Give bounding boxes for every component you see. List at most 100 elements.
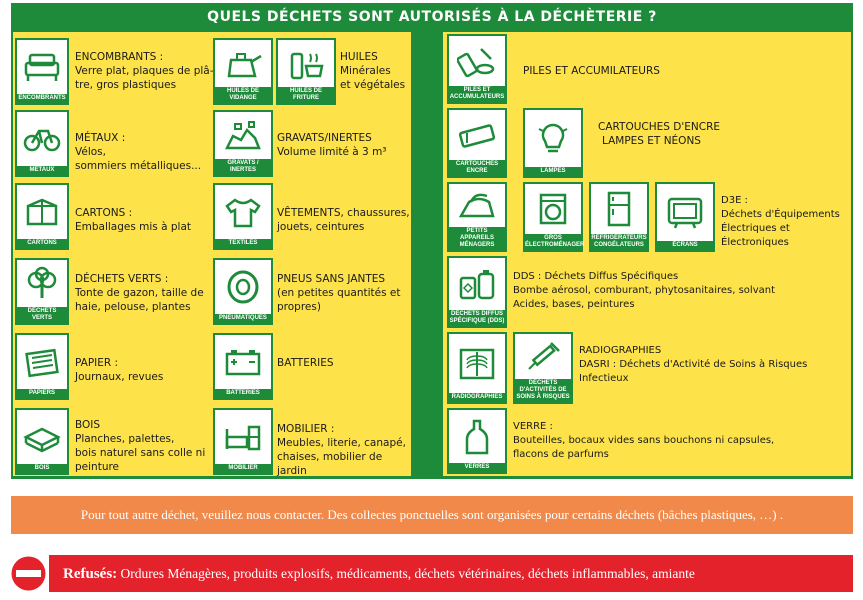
tile-dechets-verts: DÉCHETS VERTS [15, 258, 69, 325]
batteries-text: BATTERIES [277, 356, 412, 370]
vetements-line: jouets, ceintures [277, 221, 365, 233]
no-entry-icon [11, 556, 46, 591]
tile-label: DÉCHETS D'ACTIVITÉS DE SOINS À RISQUES [515, 379, 571, 402]
bois-heading: BOIS [75, 419, 101, 431]
mobilier-line: Meubles, literie, canapé, [277, 437, 406, 449]
cartons-line: Emballages mis à plat [75, 221, 192, 233]
oil-can-icon [227, 52, 262, 77]
bois-text: BOIS Planches, palettes, bois naturel sa… [75, 418, 220, 474]
sofa-icon [24, 53, 60, 81]
tile-bois: BOIS [15, 408, 69, 475]
tile-label: TEXTILES [215, 239, 271, 248]
bulb-icon [538, 123, 568, 152]
batteries-heading: BATTERIES [277, 357, 334, 369]
tile-textiles: TEXTILES [213, 183, 273, 250]
tile-label: DÉCHETS DIFFUS SPÉCIFIQUE (DDS) [449, 310, 505, 326]
tile-cartouches: CARTOUCHES ENCRE [447, 108, 507, 178]
papier-text: PAPIER : Journaux, revues [75, 356, 215, 384]
huiles-line: et végétales [340, 79, 406, 91]
dasri-line: DASRI : Déchets d'Activité de Soins à Ri… [579, 359, 808, 384]
tile-encombrants: ENCOMBRANTS [15, 38, 69, 105]
dechets-verts-line: haie, pelouse, plantes [75, 301, 191, 313]
bois-line: Planches, palettes, [75, 433, 175, 445]
mobilier-heading: MOBILIER : [277, 423, 335, 435]
cartouches-lampes-text: CARTOUCHES D'ENCRE LAMPES ET NÉONS [598, 120, 798, 148]
furniture-icon [225, 425, 261, 451]
gravats-line: Volume limité à 3 m³ [277, 146, 387, 158]
bicycle-icon [23, 129, 61, 152]
dechets-verts-heading: DÉCHETS VERTS : [75, 273, 169, 285]
tile-label: PETITS APPAREILS MÉNAGERS [449, 227, 505, 250]
pneus-text: PNEUS SANS JANTES (en petites quantités … [277, 272, 412, 314]
dds-line: Bombe aérosol, comburant, phytosanitaire… [513, 285, 775, 296]
tile-huiles-vidange: HUILES DE VIDANGE [213, 38, 273, 105]
bois-line: peinture [75, 461, 120, 473]
tile-label: GROS ÉLECTROMÉNAGER [525, 234, 585, 250]
box-icon [26, 198, 58, 226]
radio-heading: RADIOGRAPHIES [579, 345, 662, 356]
d3e-line: Électriques et Électroniques [721, 223, 790, 248]
tile-label: HUILES DE VIDANGE [215, 87, 271, 103]
iron-icon [458, 193, 495, 217]
papier-heading: PAPIER : [75, 357, 119, 369]
tile-label: DÉCHETS VERTS [17, 307, 67, 323]
cartons-heading: CARTONS : [75, 207, 133, 219]
left-panel: ENCOMBRANTS ENCOMBRANTS : Verre plat, pl… [13, 32, 412, 478]
huiles-text: HUILES Minérales et végétales [340, 50, 410, 92]
mobilier-text: MOBILIER : Meubles, literie, canapé, cha… [277, 422, 412, 478]
mobilier-line: chaises, mobilier de jardin [277, 451, 383, 477]
tile-label: PAPIERS [17, 389, 67, 398]
ink-cartridge-icon [458, 124, 496, 148]
huiles-heading: HUILES [340, 51, 378, 63]
tree-icon [27, 266, 57, 298]
piles-text: PILES ET ACCUMILATEURS [523, 64, 723, 78]
gravats-text: GRAVATS/INERTES Volume limité à 3 m³ [277, 131, 407, 159]
d3e-heading: D3E : [721, 195, 748, 206]
metaux-line: Vélos, [75, 146, 106, 158]
tile-batteries: BATTERIES [213, 333, 273, 400]
encombrants-line: tre, gros plastiques [75, 79, 177, 91]
tshirt-icon [225, 198, 261, 228]
huiles-line: Minérales [340, 65, 391, 77]
tile-piles: PILES ET ACCUMULATEURS [447, 34, 507, 104]
fridge-icon [607, 191, 631, 227]
verre-heading: VERRE : [513, 421, 553, 432]
pallet-icon [23, 427, 61, 453]
tile-label: CARTOUCHES ENCRE [449, 160, 505, 176]
tile-label: MOBILIER [215, 464, 271, 473]
dechets-verts-line: Tonte de gazon, taille de [75, 287, 204, 299]
tile-radiographies: RADIOGRAPHIES [447, 332, 507, 404]
tile-dds: DÉCHETS DIFFUS SPÉCIFIQUE (DDS) [447, 256, 507, 328]
pneus-line: propres) [277, 301, 321, 313]
tile-mobilier: MOBILIER [213, 408, 273, 475]
d3e-line: Déchets d'Équipements [721, 209, 840, 220]
tile-dasri: DÉCHETS D'ACTIVITÉS DE SOINS À RISQUES [513, 332, 573, 404]
encombrants-line: Verre plat, plaques de plâ- [75, 65, 214, 77]
dds-heading: DDS : Déchets Diffus Spécifiques [513, 271, 679, 282]
tile-lampes: LAMPES [523, 108, 583, 178]
xray-icon [459, 348, 495, 379]
vetements-text: VÊTEMENTS, chaussures, jouets, ceintures [277, 206, 412, 234]
tile-huiles-friture: HUILES DE FRITURE [276, 38, 336, 105]
tile-label: ÉCRANS [657, 241, 713, 250]
vetements-heading: VÊTEMENTS, chaussures, [277, 207, 410, 219]
radio-dasri-text: RADIOGRAPHIES DASRI : Déchets d'Activité… [579, 344, 849, 386]
refused-banner: Refusés: Ordures Ménagères, produits exp… [49, 555, 853, 592]
tile-label: LAMPES [525, 167, 581, 176]
papier-line: Journaux, revues [75, 371, 164, 383]
tile-label: BATTERIES [215, 389, 271, 398]
tire-icon [227, 270, 259, 304]
syringe-icon [528, 341, 560, 370]
dds-text: DDS : Déchets Diffus Spécifiques Bombe a… [513, 270, 848, 312]
tile-label: CARTONS [17, 239, 67, 248]
tile-label: RADIOGRAPHIES [449, 393, 505, 402]
verre-line: flacons de parfums [513, 449, 609, 460]
refused-text: Ordures Ménagères, produits explosifs, m… [117, 566, 695, 581]
washing-machine-icon [539, 193, 567, 225]
refused-label: Refusés: [63, 566, 118, 582]
metaux-heading: MÉTAUX : [75, 132, 126, 144]
tile-cartons: CARTONS [15, 183, 69, 250]
battery-icon [225, 350, 261, 376]
verre-line: Bouteilles, bocaux vides sans bouchons n… [513, 435, 775, 446]
dds-line: Acides, bases, peintures [513, 299, 635, 310]
